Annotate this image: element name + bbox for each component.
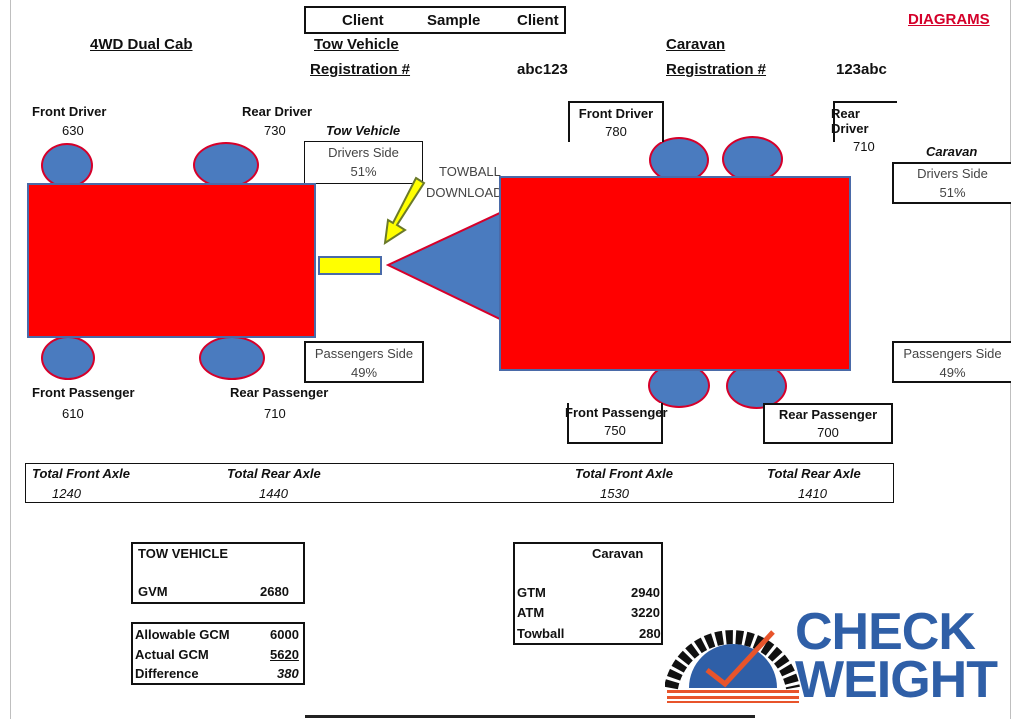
caravan-total-front-axle-value: 1530 (600, 486, 629, 501)
caravan-reg-value: 123abc (836, 61, 887, 78)
caravan-body (499, 176, 851, 371)
tow-reg-label: Registration # (310, 61, 411, 78)
caravan-passengers-side-box: Passengers Side 49% (892, 341, 1011, 383)
tow-vehicle-title: Tow Vehicle (314, 36, 399, 53)
atm-label: ATM (517, 605, 545, 620)
diagrams-link[interactable]: DIAGRAMS (908, 11, 990, 28)
caravan-reg-label: Registration # (666, 61, 767, 78)
caravan-drivers-side-label: Drivers Side (917, 166, 988, 181)
client-label: Client (342, 12, 384, 29)
caravan-rear-driver-box: Rear Driver 710 (831, 101, 897, 154)
tow-front-driver-tyre (41, 143, 93, 188)
left-border (10, 0, 11, 719)
tow-rear-passenger-label: Rear Passenger (230, 385, 329, 400)
tow-drivers-side-label: Drivers Side (328, 145, 399, 160)
tow-drivers-side-pct: 51% (350, 164, 377, 179)
gvm-label: GVM (138, 584, 168, 599)
tow-front-passenger-tyre (41, 336, 95, 380)
allowable-gcm-value: 6000 (270, 627, 299, 642)
caravan-summary-box: Caravan GTM 2940 ATM 3220 Towball 280 (513, 542, 663, 645)
gtm-label: GTM (517, 585, 546, 600)
caravan-total-front-axle-label: Total Front Axle (575, 466, 673, 481)
caravan-drawbar (386, 210, 503, 322)
caravan-front-driver-box: Front Driver 780 (568, 101, 664, 142)
caravan-side-title: Caravan (926, 144, 978, 159)
caravan-drivers-side-pct: 51% (939, 185, 966, 200)
tow-front-driver-label: Front Driver (32, 104, 107, 119)
tow-vehicle-body (27, 183, 316, 338)
towball-summary-label: Towball (517, 626, 565, 641)
tow-summary-title: TOW VEHICLE (138, 546, 229, 561)
tow-rear-passenger-value: 710 (264, 406, 286, 421)
tow-rear-driver-value: 730 (264, 123, 286, 138)
logo-line-1: CHECK (795, 603, 976, 661)
caravan-front-driver-label: Front Driver (578, 106, 654, 121)
towball-label-2: DOWNLOAD (426, 185, 503, 200)
caravan-front-passenger-box: Front Passenger 750 (565, 403, 668, 444)
tow-side-title: Tow Vehicle (326, 123, 401, 138)
tow-rear-passenger-tyre (199, 336, 265, 380)
actual-gcm-value: 5620 (270, 647, 299, 662)
gvm-value: 2680 (260, 584, 289, 599)
gtm-value: 2940 (631, 585, 660, 600)
tow-total-front-axle-value: 1240 (52, 486, 81, 501)
tow-total-front-axle-label: Total Front Axle (32, 466, 130, 481)
tow-summary-box: TOW VEHICLE GVM 2680 (131, 542, 305, 604)
caravan-front-driver-value: 780 (605, 124, 627, 139)
caravan-title: Caravan (666, 36, 726, 53)
tow-front-passenger-value: 610 (62, 406, 84, 421)
tow-reg-value: abc123 (517, 61, 568, 78)
vehicle-type: 4WD Dual Cab (90, 36, 193, 53)
actual-gcm-label: Actual GCM (135, 647, 209, 662)
logo-line-2: WEIGHT (795, 651, 998, 709)
tow-rear-driver-label: Rear Driver (242, 104, 313, 119)
gcm-summary-box: Allowable GCM 6000 Actual GCM 5620 Diffe… (131, 622, 305, 685)
caravan-front-passenger-label: Front Passenger (565, 405, 668, 420)
caravan-rear-passenger-value: 700 (817, 425, 839, 440)
caravan-front-passenger-value: 750 (604, 423, 626, 438)
caravan-total-rear-axle-value: 1410 (798, 486, 827, 501)
tow-passengers-side-label: Passengers Side (314, 346, 414, 361)
tow-total-rear-axle-value: 1440 (259, 486, 288, 501)
caravan-rear-passenger-label: Rear Passenger (778, 407, 878, 422)
caravan-rear-passenger-box: Rear Passenger 700 (763, 403, 893, 444)
client-label-2: Client (517, 12, 559, 29)
caravan-passengers-side-label: Passengers Side (903, 346, 1002, 361)
tow-rear-driver-tyre (193, 142, 259, 188)
caravan-total-rear-axle-label: Total Rear Axle (767, 466, 861, 481)
tow-hitch (318, 256, 382, 275)
atm-value: 3220 (631, 605, 660, 620)
client-value: Sample (427, 12, 481, 29)
tow-passengers-side-box: Passengers Side 49% (304, 341, 424, 383)
client-header-box: Client Sample Client (304, 6, 566, 34)
tow-front-passenger-label: Front Passenger (32, 385, 135, 400)
check-weight-logo-icon (665, 630, 800, 703)
bottom-divider (305, 715, 755, 718)
towball-label-1: TOWBALL (439, 164, 501, 179)
difference-value: 380 (277, 666, 299, 681)
tow-passengers-side-pct: 49% (350, 365, 378, 380)
towball-arrow-icon (383, 176, 426, 246)
caravan-drivers-side-box: Drivers Side 51% (892, 162, 1011, 204)
tow-front-driver-value: 630 (62, 123, 84, 138)
caravan-rear-driver-value: 710 (853, 139, 875, 154)
allowable-gcm-label: Allowable GCM (135, 627, 230, 642)
axle-totals-box (25, 463, 894, 503)
caravan-passengers-side-pct: 49% (939, 365, 966, 380)
tow-total-rear-axle-label: Total Rear Axle (227, 466, 321, 481)
difference-label: Difference (135, 666, 199, 681)
tow-drivers-side-box: Drivers Side 51% (304, 141, 423, 184)
caravan-summary-title: Caravan (592, 546, 644, 561)
towball-summary-value: 280 (639, 626, 661, 641)
caravan-rear-driver-label: Rear Driver (831, 106, 869, 136)
